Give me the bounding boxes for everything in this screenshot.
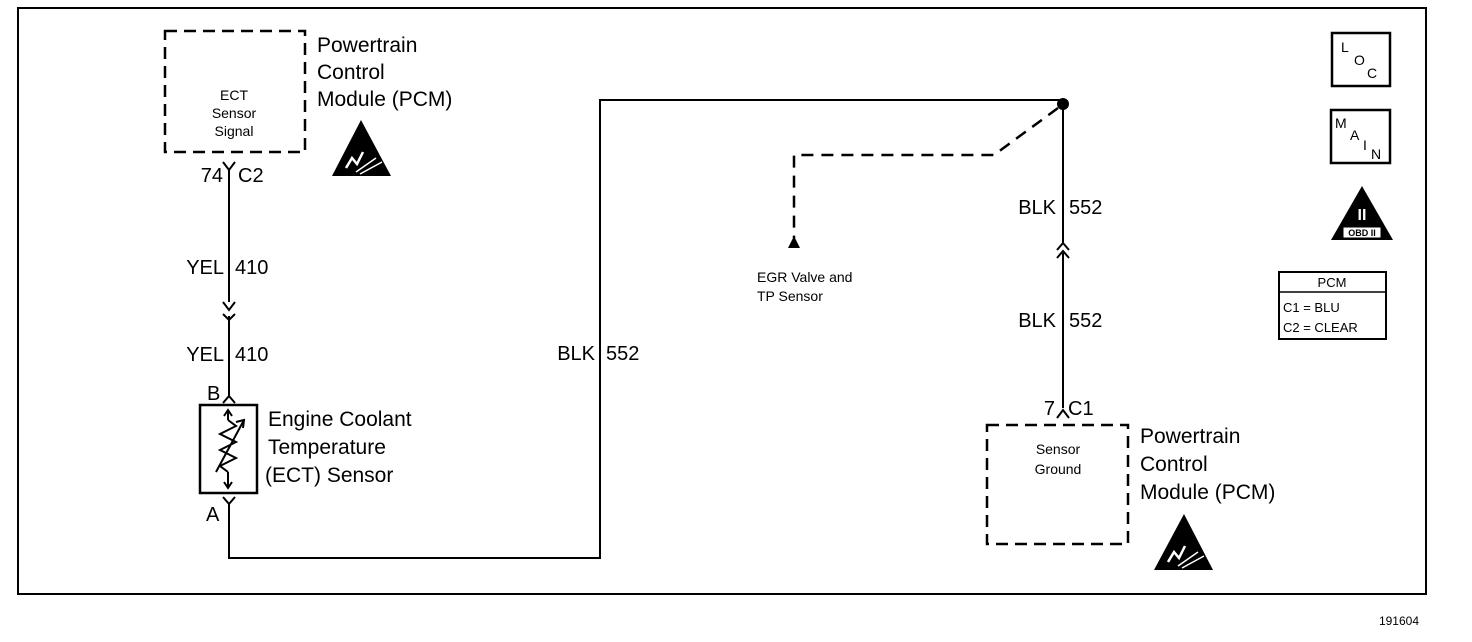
pcm-top-name-line-3: Module (PCM) [317,88,452,111]
main-letter-a: A [1350,127,1360,143]
pcm-bottom-terminal [1056,408,1070,419]
ect-terminal-a-pin [222,496,236,506]
pcm-bottom-box-line-1: Sensor [1036,441,1081,457]
wire-ground-left [228,99,1063,559]
obd-label: OBD II [1348,228,1376,238]
pcm-bottom-name-line-1: Powertrain [1140,425,1240,448]
loc-letter-l: L [1341,39,1349,55]
ect-sensor-symbol [198,403,259,495]
pcm-top-terminal [222,161,236,172]
pcm-top-box-line-1: ECT [220,87,248,103]
pcm-top-name-line-2: Control [317,61,385,84]
pcm-top-pin: 74 [201,165,223,187]
pcm-bottom-box-line-2: Ground [1035,461,1082,477]
ect-name-line-3: (ECT) Sensor [265,464,393,487]
main-letter-m: M [1335,115,1347,131]
pcm-top-box-line-2: Sensor [212,105,257,121]
wire-ground-right-lower-circuit: 552 [1069,310,1102,332]
loc-letter-c: C [1367,65,1377,81]
obd-numeral: II [1358,207,1367,224]
diagram-frame [17,7,1427,595]
ect-name-line-1: Engine Coolant [268,408,412,431]
loc-letter-o: O [1354,52,1365,68]
pcm-top-connector: C2 [238,165,264,187]
egr-ref-line-1: EGR Valve and [757,269,852,285]
inline-connector-ground [1056,241,1070,259]
pcm-bottom-pin: 7 [1044,398,1055,420]
thermistor-icon [215,408,246,490]
ect-terminal-b-pin [222,394,236,404]
pcm-table-row-1: C1 = BLU [1283,300,1340,315]
pcm-top-box [163,29,307,154]
ect-terminal-b: B [207,383,220,405]
esd-warning-icon [332,120,391,176]
pcm-table-header: PCM [1318,275,1347,290]
wire-signal-lower-circuit: 410 [235,344,268,366]
egr-reference-arrow [788,236,800,248]
obd-ii-icon: II OBD II [1331,186,1393,240]
main-letter-i: I [1363,137,1367,153]
wire-ground-right-lower-color: BLK [1018,310,1056,332]
ect-terminal-a: A [206,504,220,526]
ect-name-line-2: Temperature [268,436,386,459]
wire-ground-right-upper-color: BLK [1018,197,1056,219]
pcm-bottom-box [985,423,1130,546]
pcm-connector-table: PCM C1 = BLU C2 = CLEAR [1278,271,1387,340]
figure-number: 191604 [1379,614,1419,628]
wire-branch-egr [792,106,1059,238]
wire-signal-upper-color: YEL [186,257,224,279]
esd-warning-icon [1154,514,1213,570]
wire-signal-lower-color: YEL [186,344,224,366]
pcm-top-box-line-3: Signal [215,123,254,139]
pcm-top-name-line-1: Powertrain [317,34,417,57]
wire-signal-upper-circuit: 410 [235,257,268,279]
main-letter-n: N [1371,146,1381,162]
pcm-bottom-name-line-2: Control [1140,453,1208,476]
pcm-bottom-name-line-3: Module (PCM) [1140,481,1275,504]
wire-ground-left-circuit: 552 [606,343,639,365]
pcm-bottom-connector: C1 [1068,398,1094,420]
loc-icon[interactable]: L O C [1330,31,1392,88]
wire-ground-left-color: BLK [557,343,595,365]
pcm-table-row-2: C2 = CLEAR [1283,320,1358,335]
main-icon[interactable]: M A I N [1329,108,1392,165]
egr-ref-line-2: TP Sensor [757,288,823,304]
wire-ground-right-upper-circuit: 552 [1069,197,1102,219]
